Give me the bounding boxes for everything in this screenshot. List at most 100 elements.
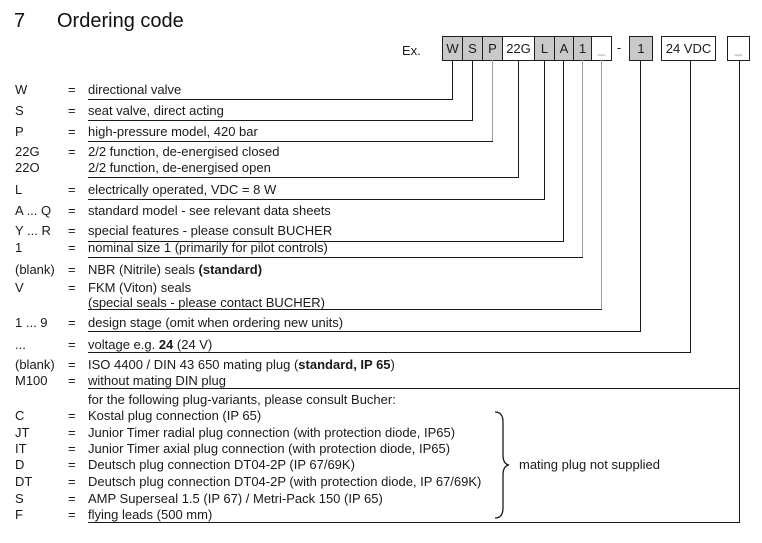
- code-box-label: W: [446, 41, 459, 56]
- legend-row: S = seat valve, direct acting: [0, 103, 762, 119]
- legend-row: IT = Junior Timer axial plug connection (w…: [0, 441, 762, 457]
- code-box: P: [482, 36, 503, 61]
- row-code: Y ... R: [15, 223, 51, 238]
- code-box: S: [462, 36, 483, 61]
- row-underline: [88, 141, 493, 142]
- legend-row: F = flying leads (500 mm): [0, 507, 762, 523]
- row-equals: =: [68, 144, 76, 159]
- row-description: ISO 4400 / DIN 43 650 mating plug (stand…: [88, 357, 395, 372]
- row-equals: =: [68, 507, 76, 522]
- row-underline: [88, 120, 473, 121]
- legend-row: W=directional valve: [0, 82, 762, 98]
- row-underline: [88, 99, 453, 100]
- row-description: high-pressure model, 420 bar: [88, 124, 258, 139]
- row-code: JT: [15, 425, 30, 440]
- row-equals: =: [68, 262, 76, 277]
- row-description: NBR (Nitrile) seals (standard): [88, 262, 263, 277]
- row-code: V: [15, 280, 24, 295]
- code-box-label: 24 VDC: [665, 41, 712, 56]
- connector-vline: [563, 60, 564, 241]
- row-description: Deutsch plug connection DT04-2P (IP 67/6…: [88, 457, 355, 472]
- connector-vline: [739, 60, 740, 522]
- code-box: _: [727, 36, 750, 61]
- row-underline: [88, 522, 740, 523]
- connector-vline: [582, 60, 583, 257]
- legend-row: L = electrically operated, VDC = 8 W: [0, 182, 762, 198]
- row-equals: =: [68, 103, 76, 118]
- code-box: 1: [573, 36, 592, 61]
- row-code: W: [15, 82, 28, 97]
- row-equals: =: [68, 203, 76, 218]
- row-code: S: [15, 103, 24, 118]
- example-label: Ex.: [402, 43, 421, 58]
- row-code: 1 ... 9: [15, 315, 48, 330]
- row-code: IT: [15, 441, 27, 456]
- row-description: Deutsch plug connection DT04-2P (with pr…: [88, 474, 482, 489]
- code-box-label: 1: [578, 41, 587, 56]
- row-code: 1: [15, 240, 23, 255]
- section-number: 7: [14, 10, 26, 32]
- row-equals: =: [68, 124, 76, 139]
- row-equals: =: [68, 82, 76, 97]
- legend-row: D=Deutsch plug connection DT04-2P (IP 67…: [0, 457, 762, 473]
- connector-vline: [492, 60, 493, 141]
- row-equals: =: [68, 280, 76, 295]
- row-description: standard model - see relevant data sheet…: [88, 203, 331, 218]
- code-box: A: [554, 36, 574, 61]
- legend-row: V=FKM (Viton) seals: [0, 280, 762, 296]
- legend-row: C=Kostal plug connection (IP 65): [0, 408, 762, 424]
- row-code: (blank): [15, 357, 55, 372]
- legend-row: ... = voltage e.g. 24 (24 V): [0, 337, 762, 353]
- row-underline: [88, 309, 602, 310]
- row-code: P: [15, 124, 24, 139]
- row-description: Junior Timer axial plug connection (with…: [88, 441, 451, 456]
- row-description: without mating DIN plug: [88, 373, 227, 388]
- legend-row: 22G=2/2 function, de-energised closed: [0, 144, 762, 160]
- code-box: 24 VDC: [661, 36, 716, 61]
- code-box: 1: [629, 36, 653, 61]
- row-equals: =: [68, 337, 76, 352]
- code-box-label: _: [734, 41, 743, 56]
- row-code: C: [15, 408, 25, 423]
- code-box-label: P: [488, 41, 497, 56]
- row-underline: [88, 388, 740, 389]
- row-code: DT: [15, 474, 33, 489]
- row-underline: [88, 199, 545, 200]
- legend-row: P = high-pressure model, 420 bar: [0, 124, 762, 140]
- row-code: 22O: [15, 160, 40, 175]
- row-description: (special seals - please contact BUCHER): [88, 295, 325, 310]
- connector-vline: [690, 60, 691, 352]
- row-description: special features - please consult BUCHER: [88, 223, 333, 238]
- code-box: 22G: [502, 36, 535, 61]
- row-description: flying leads (500 mm): [88, 507, 213, 522]
- row-code: ...: [15, 337, 26, 352]
- connector-vline: [518, 60, 519, 177]
- legend-row: DT=Deutsch plug connection DT04-2P (with…: [0, 474, 762, 490]
- row-description: Junior Timer radial plug connection (wit…: [88, 425, 456, 440]
- code-box: _: [591, 36, 612, 61]
- row-equals: =: [68, 408, 76, 423]
- plug-variants-brace: [494, 411, 510, 519]
- row-equals: =: [68, 441, 76, 456]
- legend-row: M100=without mating DIN plug: [0, 373, 762, 389]
- legend-row: 22O 2/2 function, de-energised open: [0, 160, 762, 176]
- row-code: L: [15, 182, 23, 197]
- row-code: A ... Q: [15, 203, 52, 218]
- code-box-label: 1: [637, 41, 645, 56]
- row-code: (blank): [15, 262, 55, 277]
- row-description: electrically operated, VDC = 8 W: [88, 182, 277, 197]
- row-description: voltage e.g. 24 (24 V): [88, 337, 213, 352]
- row-code: S: [15, 491, 24, 506]
- code-box-label: A: [559, 41, 569, 56]
- row-description: 2/2 function, de-energised open: [88, 160, 271, 175]
- page-title: Ordering code: [57, 10, 184, 32]
- legend-row: A ... Q = standard model - see relevant da…: [0, 203, 762, 219]
- row-code: F: [15, 507, 23, 522]
- box-separator-dash: -: [616, 40, 622, 55]
- row-equals: =: [68, 182, 76, 197]
- connector-vline: [601, 60, 602, 309]
- row-description: seat valve, direct acting: [88, 103, 224, 118]
- row-equals: =: [68, 223, 76, 238]
